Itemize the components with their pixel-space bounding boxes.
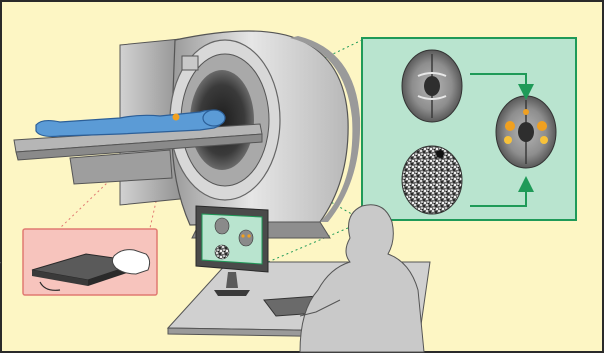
brain-activation-overlay-icon <box>496 96 556 168</box>
head-coil-marker <box>173 114 180 121</box>
patient-head <box>203 110 225 126</box>
brain-axial-slice-icon <box>402 50 462 122</box>
brain-results-panel <box>362 38 576 220</box>
brain-noise-map-icon <box>402 146 462 214</box>
response-pad-inset <box>0 229 157 295</box>
